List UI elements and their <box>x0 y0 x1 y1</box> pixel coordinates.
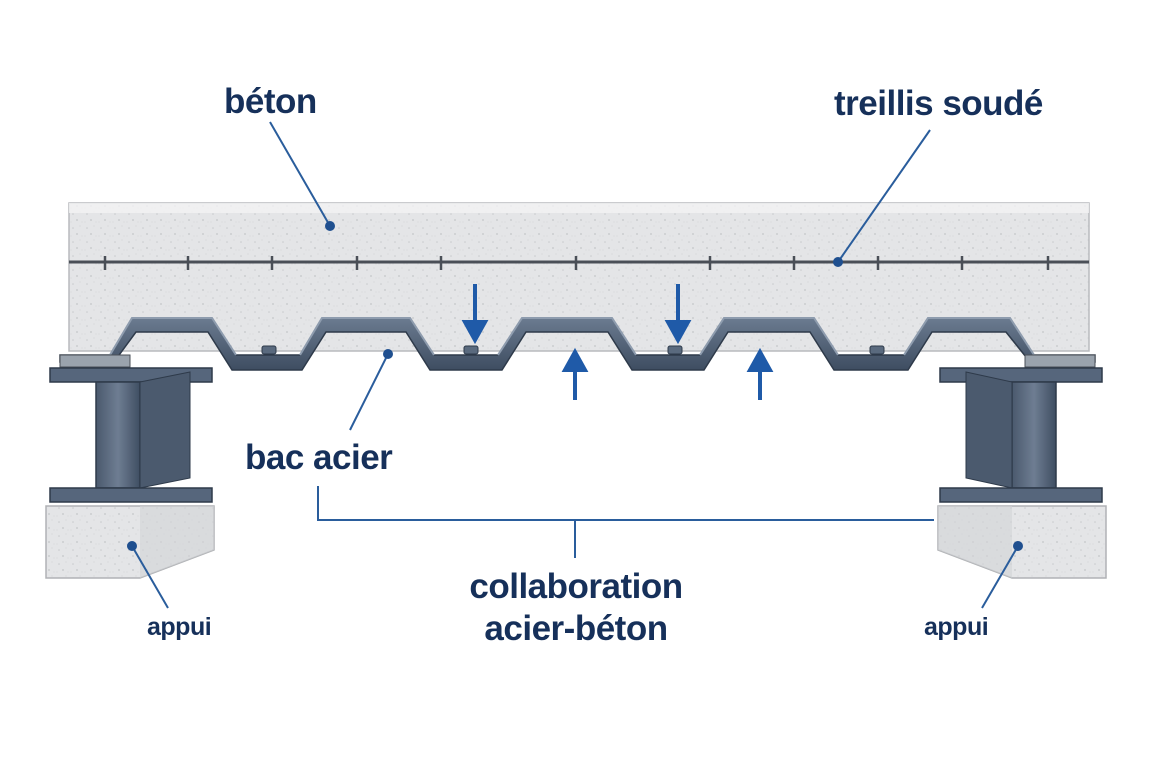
left-steel-beam <box>49 367 213 503</box>
reaction-arrows-up <box>561 347 774 400</box>
deck-fixings <box>261 345 885 355</box>
concrete-slab-shade <box>69 203 1089 213</box>
label-support-right: appui <box>924 613 989 641</box>
right-support-block <box>937 505 1107 579</box>
load-arrows-down <box>461 284 692 345</box>
leader-dots <box>127 221 1023 551</box>
label-composite-line2: acier-béton <box>484 609 668 648</box>
label-composite-line1: collaboration <box>469 567 683 606</box>
leader-lines <box>131 121 1019 609</box>
left-bearing-plate <box>59 354 131 368</box>
label-support-left: appui <box>147 613 212 641</box>
label-welded-mesh: treillis soudé <box>834 84 1043 123</box>
right-steel-beam <box>939 367 1103 503</box>
label-concrete: béton <box>224 82 317 121</box>
welded-mesh <box>69 256 1089 270</box>
label-composite-action: collaboration acier-béton <box>446 566 706 650</box>
label-steel-deck: bac acier <box>245 438 393 477</box>
right-bearing-plate <box>1024 354 1096 368</box>
